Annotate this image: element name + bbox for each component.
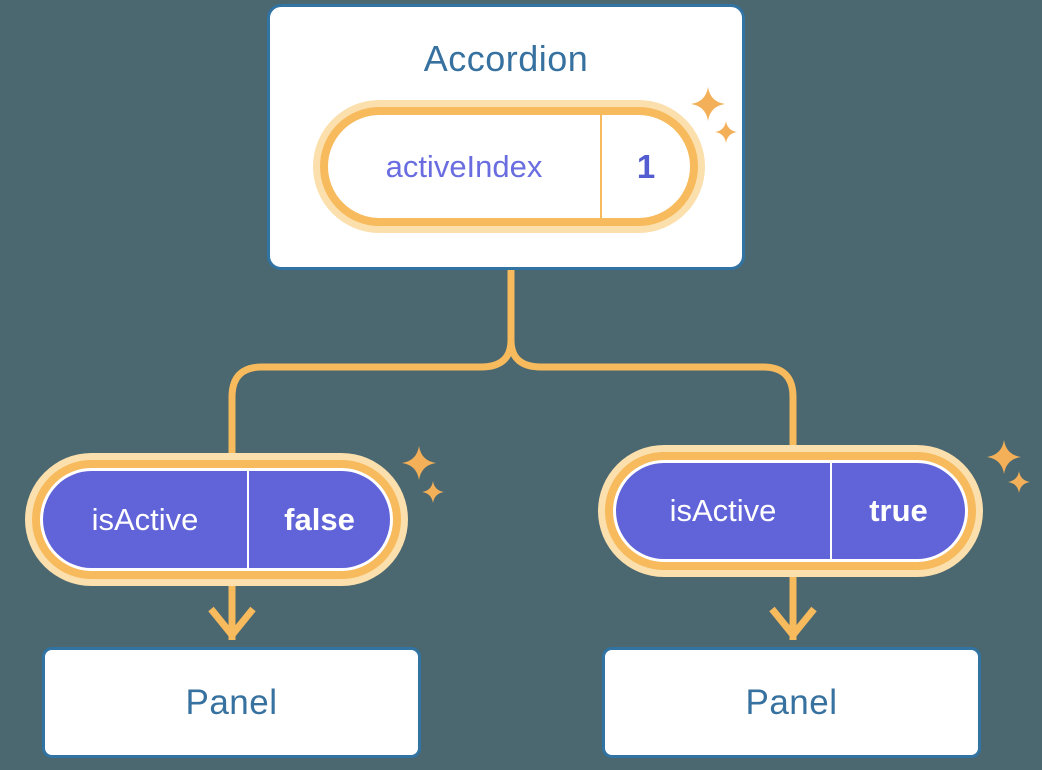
- pill-divider: [600, 115, 602, 218]
- panel-title: Panel: [185, 682, 278, 722]
- panel-left: Panel: [42, 647, 421, 758]
- state-pill-ring: activeIndex 1: [320, 107, 698, 226]
- arrow-down-icon: [208, 606, 256, 639]
- sparkle-icon: [422, 481, 444, 503]
- sparkle-icon: [987, 440, 1021, 474]
- sparkle-icon: [1008, 471, 1030, 493]
- prop-value: true: [869, 493, 928, 528]
- sparkle-icon: [715, 121, 737, 143]
- state-pill: activeIndex 1: [313, 100, 705, 233]
- prop-value: false: [284, 501, 355, 537]
- prop-pill-ring: isActive true: [605, 452, 976, 570]
- prop-pill-ring: isActive false: [32, 460, 401, 579]
- sparkle-icon: [402, 446, 436, 480]
- state-label: activeIndex: [385, 148, 543, 184]
- state-value: 1: [636, 147, 656, 185]
- panel-right: Panel: [602, 647, 981, 758]
- connector-right-branch: [507, 268, 797, 640]
- prop-label: isActive: [669, 493, 777, 528]
- panel-title: Panel: [745, 682, 838, 722]
- pill-divider: [247, 471, 249, 568]
- arrow-down-icon: [769, 606, 817, 639]
- pill-divider: [830, 463, 832, 559]
- prop-pill-core: isActive false: [43, 471, 390, 568]
- prop-pill-isactive-true: isActive true: [598, 445, 983, 577]
- prop-pill-core: isActive true: [616, 463, 965, 559]
- prop-pill-isactive-false: isActive false: [25, 453, 408, 586]
- prop-label: isActive: [91, 501, 199, 537]
- sparkle-icon: [691, 87, 725, 121]
- accordion-title: Accordion: [423, 38, 589, 79]
